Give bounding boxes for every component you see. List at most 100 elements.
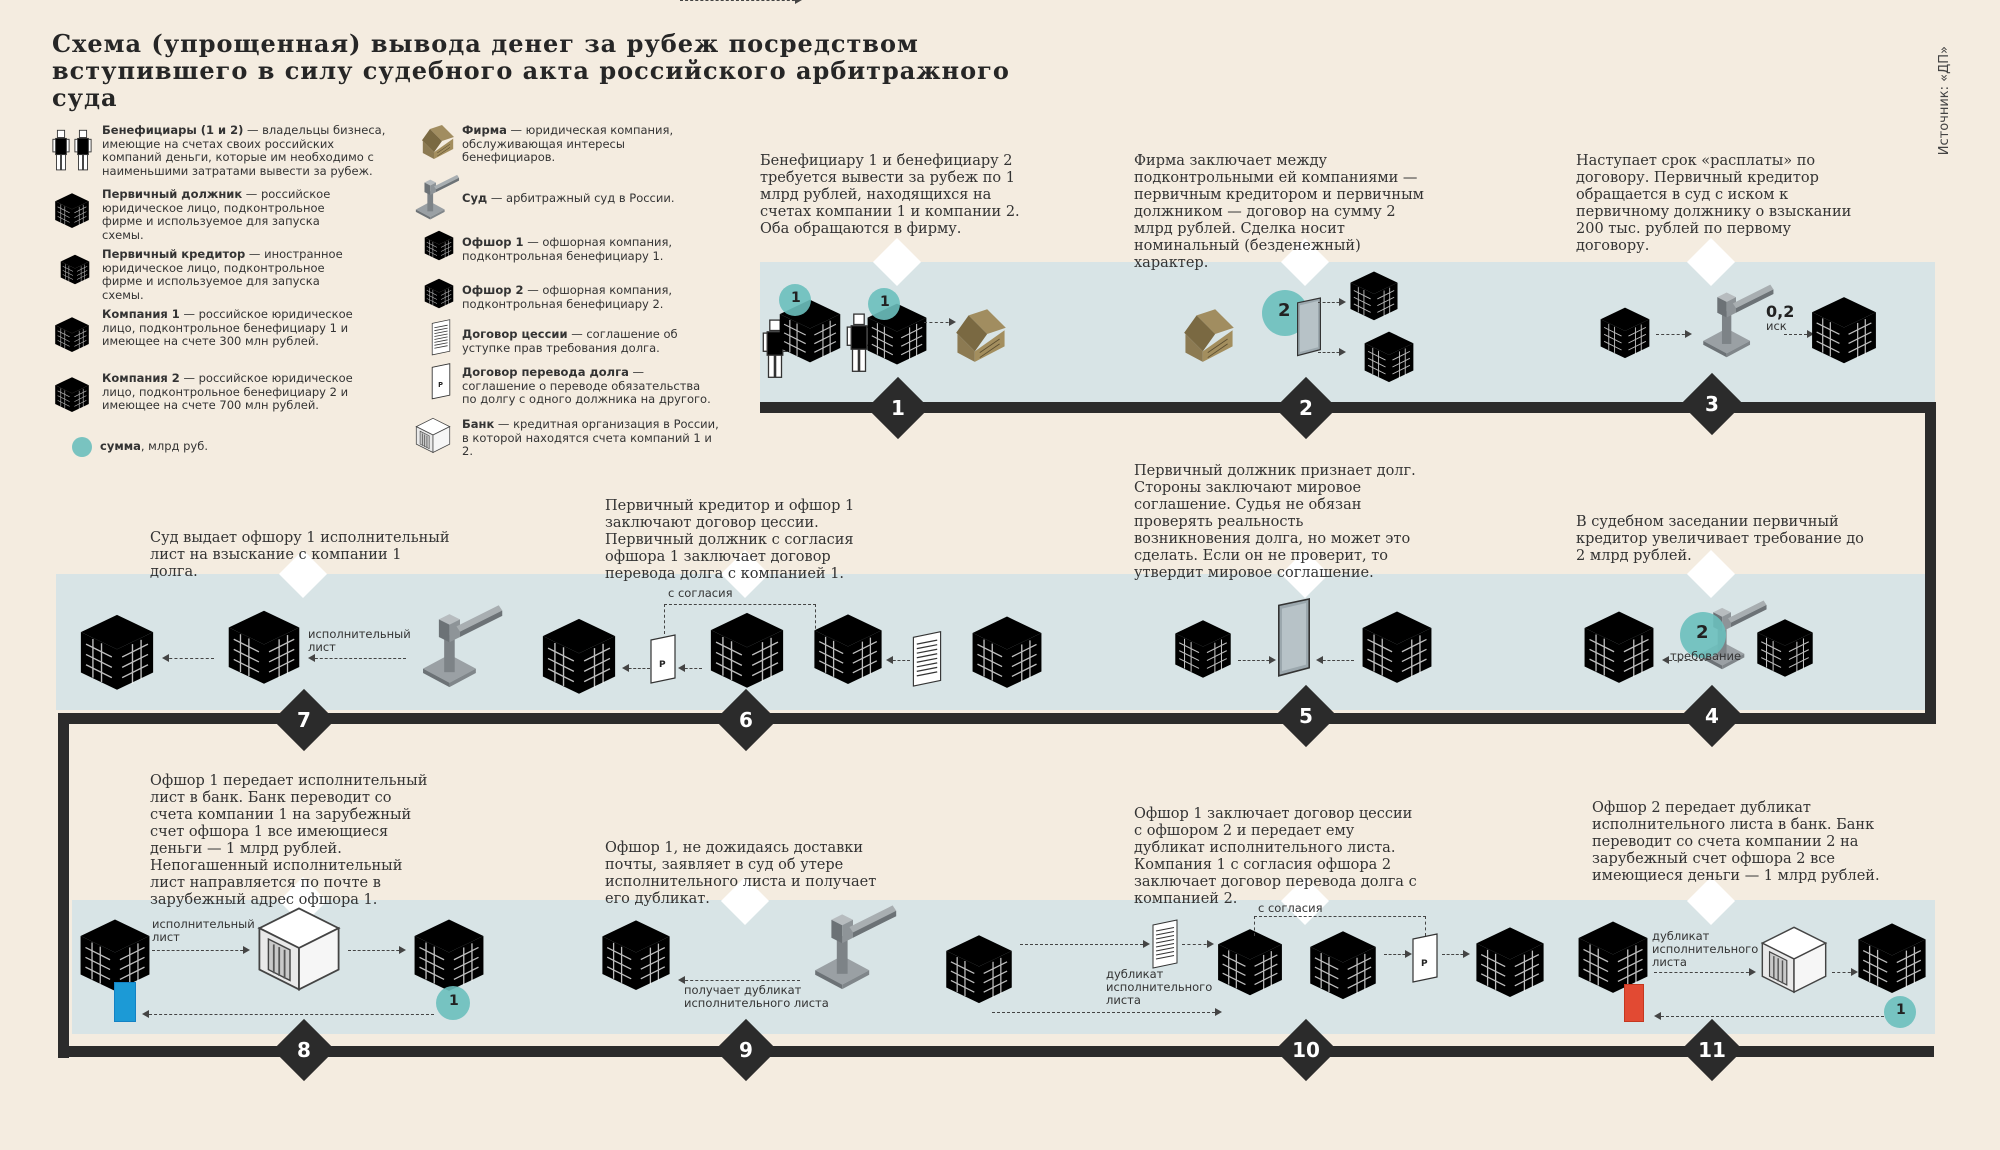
offshore-1-icon [422, 226, 456, 264]
step-marker-1: 1 [866, 376, 930, 440]
arrow-10-money [992, 1008, 1222, 1016]
arrow-5-left [1238, 656, 1276, 664]
arrow-3-to-court [1656, 330, 1692, 338]
arrow-10-to-company2 [1442, 950, 1470, 958]
sum-label-1: 1 [791, 290, 801, 306]
consent-bracket-10 [1254, 916, 1426, 936]
offshore-1-building-9 [596, 908, 676, 1000]
sum-label-4: 2 [1696, 622, 1709, 643]
arrow-2-down [1318, 348, 1346, 356]
beneficiary-2-icon [74, 128, 92, 174]
arrow-11-to-company [1832, 968, 1858, 976]
step-marker-9: 9 [714, 1018, 778, 1082]
arrow-6-debtor [678, 664, 702, 672]
arrow-7-right [308, 654, 406, 662]
arrow-10-transfer [1384, 950, 1412, 958]
creditor-building-3 [1596, 300, 1654, 364]
legend-company-1: Компания 1 — российское юридическое лицо… [102, 307, 353, 348]
offshore-1-building-10 [940, 924, 1018, 1012]
consent-label-10: с согласия [1258, 901, 1323, 915]
step-marker-2: 2 [1274, 376, 1338, 440]
step-11-text: Офшор 2 передает дубликат исполнительног… [1592, 800, 1880, 884]
legend-offshore-1: Офшор 1 — офшорная компания, подконтроль… [462, 235, 673, 263]
step-9-text: Офшор 1, не дожидаясь доставки почты, за… [605, 840, 877, 907]
debtor-building-icon [52, 188, 92, 232]
money-stack-8 [114, 982, 136, 1022]
duplicate-writ-label-11: дубликат исполнительного листа [1652, 929, 1759, 969]
arrow-11-to-bank [1654, 968, 1756, 976]
firm-house [950, 300, 1012, 368]
legend-creditor: Первичный кредитор — иностранное юридиче… [102, 247, 343, 302]
step-10-text: Офшор 1 заключает договор цессии с офшор… [1134, 806, 1417, 907]
legend-transfer: Договор перевода долга — соглашение о пе… [462, 365, 711, 406]
legend-court: Суд — арбитражный суд в России. [462, 191, 675, 205]
sum-circle-icon [72, 437, 92, 457]
arrow-8-money-back [142, 1010, 434, 1018]
transfer-document-icon [430, 362, 452, 402]
sum-label-2bn: 2 [1278, 300, 1291, 321]
step-marker-7: 7 [272, 688, 336, 752]
sum-circle-2 [868, 288, 900, 320]
sum-circle-11 [1884, 996, 1916, 1028]
transfer-document-10 [1410, 928, 1440, 990]
arrow-9-to-court [680, 0, 802, 4]
creditor-building [1346, 264, 1402, 326]
arrow-9-from-court [678, 976, 800, 984]
arrow-10-to-offshore2 [1182, 940, 1214, 948]
company-1-building-7 [74, 604, 160, 698]
cession-document-6 [910, 624, 944, 696]
legend-firm: Фирма — юридическая компания, обслуживаю… [462, 123, 674, 164]
legend-debtor: Первичный должник — российское юридическ… [102, 187, 331, 242]
court-7 [408, 600, 512, 688]
step-3-text: Наступает срок «расплаты» по договору. П… [1576, 153, 1852, 254]
track-left [58, 713, 69, 1058]
sum-circle-4 [1680, 612, 1726, 658]
step-marker-5: 5 [1274, 684, 1338, 748]
money-stack-11 [1624, 984, 1644, 1022]
bank-building-8 [254, 900, 344, 996]
settlement-document [1274, 592, 1314, 686]
duplicate-received-label: получает дубликат исполнительного листа [684, 983, 829, 1010]
company-1-building-6 [536, 608, 622, 702]
court-9 [800, 900, 906, 990]
track-row-1 [760, 402, 1936, 413]
track-row-3 [58, 1046, 1934, 1057]
bank-building-11 [1758, 920, 1830, 998]
sum-circle-8 [436, 986, 470, 1020]
step-5-text: Первичный должник признает долг. Стороны… [1134, 463, 1416, 581]
cession-document-icon [430, 318, 452, 358]
sum-circle-1 [779, 284, 811, 316]
arrow-3-to-debtor [1784, 330, 1814, 338]
debtor-building-3 [1806, 288, 1882, 370]
sum-label-11: 1 [1896, 1002, 1906, 1018]
consent-label-6: с согласия [668, 586, 733, 600]
court-icon [412, 172, 460, 220]
arrow-10-cession [1020, 940, 1150, 948]
legend-sum: сумма, млрд руб. [100, 439, 208, 453]
offshore-1-building-7 [222, 600, 306, 692]
step-marker-10: 10 [1274, 1018, 1338, 1082]
firm-house-icon [418, 120, 458, 162]
company-2-icon [52, 372, 92, 416]
creditor-building-5 [1356, 602, 1438, 690]
claim-amount: 0,2 [1766, 302, 1795, 321]
arrow-8-to-bank [152, 946, 250, 954]
sum-label-8: 1 [449, 993, 459, 1009]
step-marker-11: 11 [1680, 1018, 1744, 1082]
debtor-building-4 [1578, 602, 1660, 690]
creditor-building-icon [58, 250, 92, 288]
firm-house-2 [1178, 300, 1240, 368]
creditor-building-6 [966, 606, 1048, 696]
duplicate-writ-label-10: дубликат исполнительного листа [1106, 967, 1213, 1007]
offshore-2-icon [422, 274, 456, 312]
claim-label: иск [1766, 319, 1787, 333]
arrow-2-up [1318, 298, 1346, 306]
track-row-2 [58, 713, 1936, 724]
consent-bracket-6 [664, 604, 816, 634]
arrow-1-to-firm [924, 318, 956, 326]
company-2-building-11 [1852, 912, 1932, 1002]
arrow-8-to-company [348, 946, 406, 954]
company-1-building-10 [1304, 920, 1382, 1008]
step-7-text: Суд выдает офшору 1 исполнительный лист … [150, 530, 450, 580]
step-marker-8: 8 [272, 1018, 336, 1082]
